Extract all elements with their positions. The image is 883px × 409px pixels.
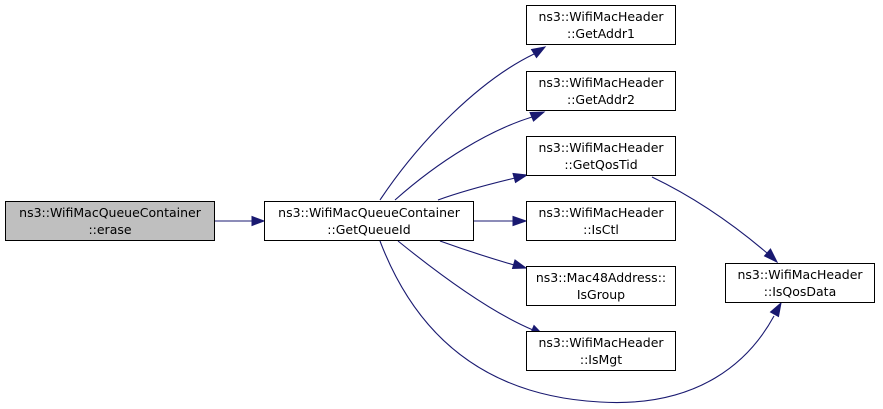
arrowhead-isqosdata-2 xyxy=(763,248,779,264)
node-isqosdata-line-2: ::IsQosData xyxy=(763,284,837,299)
node-getaddr1-line-2: ::GetAddr1 xyxy=(567,26,635,41)
edge-getqostid-isqosdata xyxy=(651,176,768,254)
edge-getqueueid-getqostid xyxy=(437,177,516,201)
node-isqosdata[interactable]: ns3::WifiMacHeader ::IsQosData xyxy=(725,263,875,303)
node-isctl-line-2: ::IsCtl xyxy=(583,222,619,237)
edge-getqueueid-ismgt xyxy=(397,240,534,331)
node-getqueueid-line-2: ::GetQueueId xyxy=(327,222,411,237)
edge-getqueueid-isgroup xyxy=(439,240,515,266)
node-getqueueid[interactable]: ns3::WifiMacQueueContainer ::GetQueueId xyxy=(264,201,474,241)
node-ismgt[interactable]: ns3::WifiMacHeader ::IsMgt xyxy=(526,331,676,371)
node-getaddr2[interactable]: ns3::WifiMacHeader ::GetAddr2 xyxy=(526,71,676,111)
node-isctl[interactable]: ns3::WifiMacHeader ::IsCtl xyxy=(526,201,676,241)
arrowhead-getqostid xyxy=(512,172,529,184)
node-isctl-line-1: ns3::WifiMacHeader xyxy=(538,205,664,220)
node-isgroup-line-2: IsGroup xyxy=(576,287,626,302)
arrowhead-getaddr2 xyxy=(529,111,546,122)
node-getqostid[interactable]: ns3::WifiMacHeader ::GetQosTid xyxy=(526,136,676,176)
node-isgroup[interactable]: ns3::Mac48Address:: IsGroup xyxy=(526,266,676,306)
node-getaddr1[interactable]: ns3::WifiMacHeader ::GetAddr1 xyxy=(526,5,676,45)
edge-getqueueid-isqosdata xyxy=(379,240,775,404)
node-isgroup-line-1: ns3::Mac48Address:: xyxy=(535,270,667,285)
arrowhead-isctl xyxy=(512,215,528,227)
node-ismgt-line-1: ns3::WifiMacHeader xyxy=(538,335,664,350)
edge-getqueueid-getaddr1 xyxy=(379,53,535,201)
node-getqostid-line-1: ns3::WifiMacHeader xyxy=(538,140,664,155)
arrowhead-getqueueid xyxy=(251,215,266,227)
node-getqostid-line-2: ::GetQosTid xyxy=(564,157,638,172)
node-ismgt-line-2: ::IsMgt xyxy=(579,352,623,367)
node-getaddr2-line-2: ::GetAddr2 xyxy=(567,92,635,107)
arrowhead-getaddr1 xyxy=(530,46,547,59)
node-getaddr1-line-1: ns3::WifiMacHeader xyxy=(538,9,664,24)
node-isqosdata-line-1: ns3::WifiMacHeader xyxy=(737,267,863,282)
node-erase-line-2: ::erase xyxy=(88,222,132,237)
arrowhead-isgroup xyxy=(511,259,528,270)
node-getqueueid-line-1: ns3::WifiMacQueueContainer xyxy=(278,205,460,220)
node-erase-line-1: ns3::WifiMacQueueContainer xyxy=(19,205,201,220)
arrowhead-isqosdata xyxy=(769,301,782,318)
node-getaddr2-line-1: ns3::WifiMacHeader xyxy=(538,75,664,90)
edge-getqueueid-getaddr2 xyxy=(394,116,533,201)
node-erase[interactable]: ns3::WifiMacQueueContainer ::erase xyxy=(5,201,215,241)
